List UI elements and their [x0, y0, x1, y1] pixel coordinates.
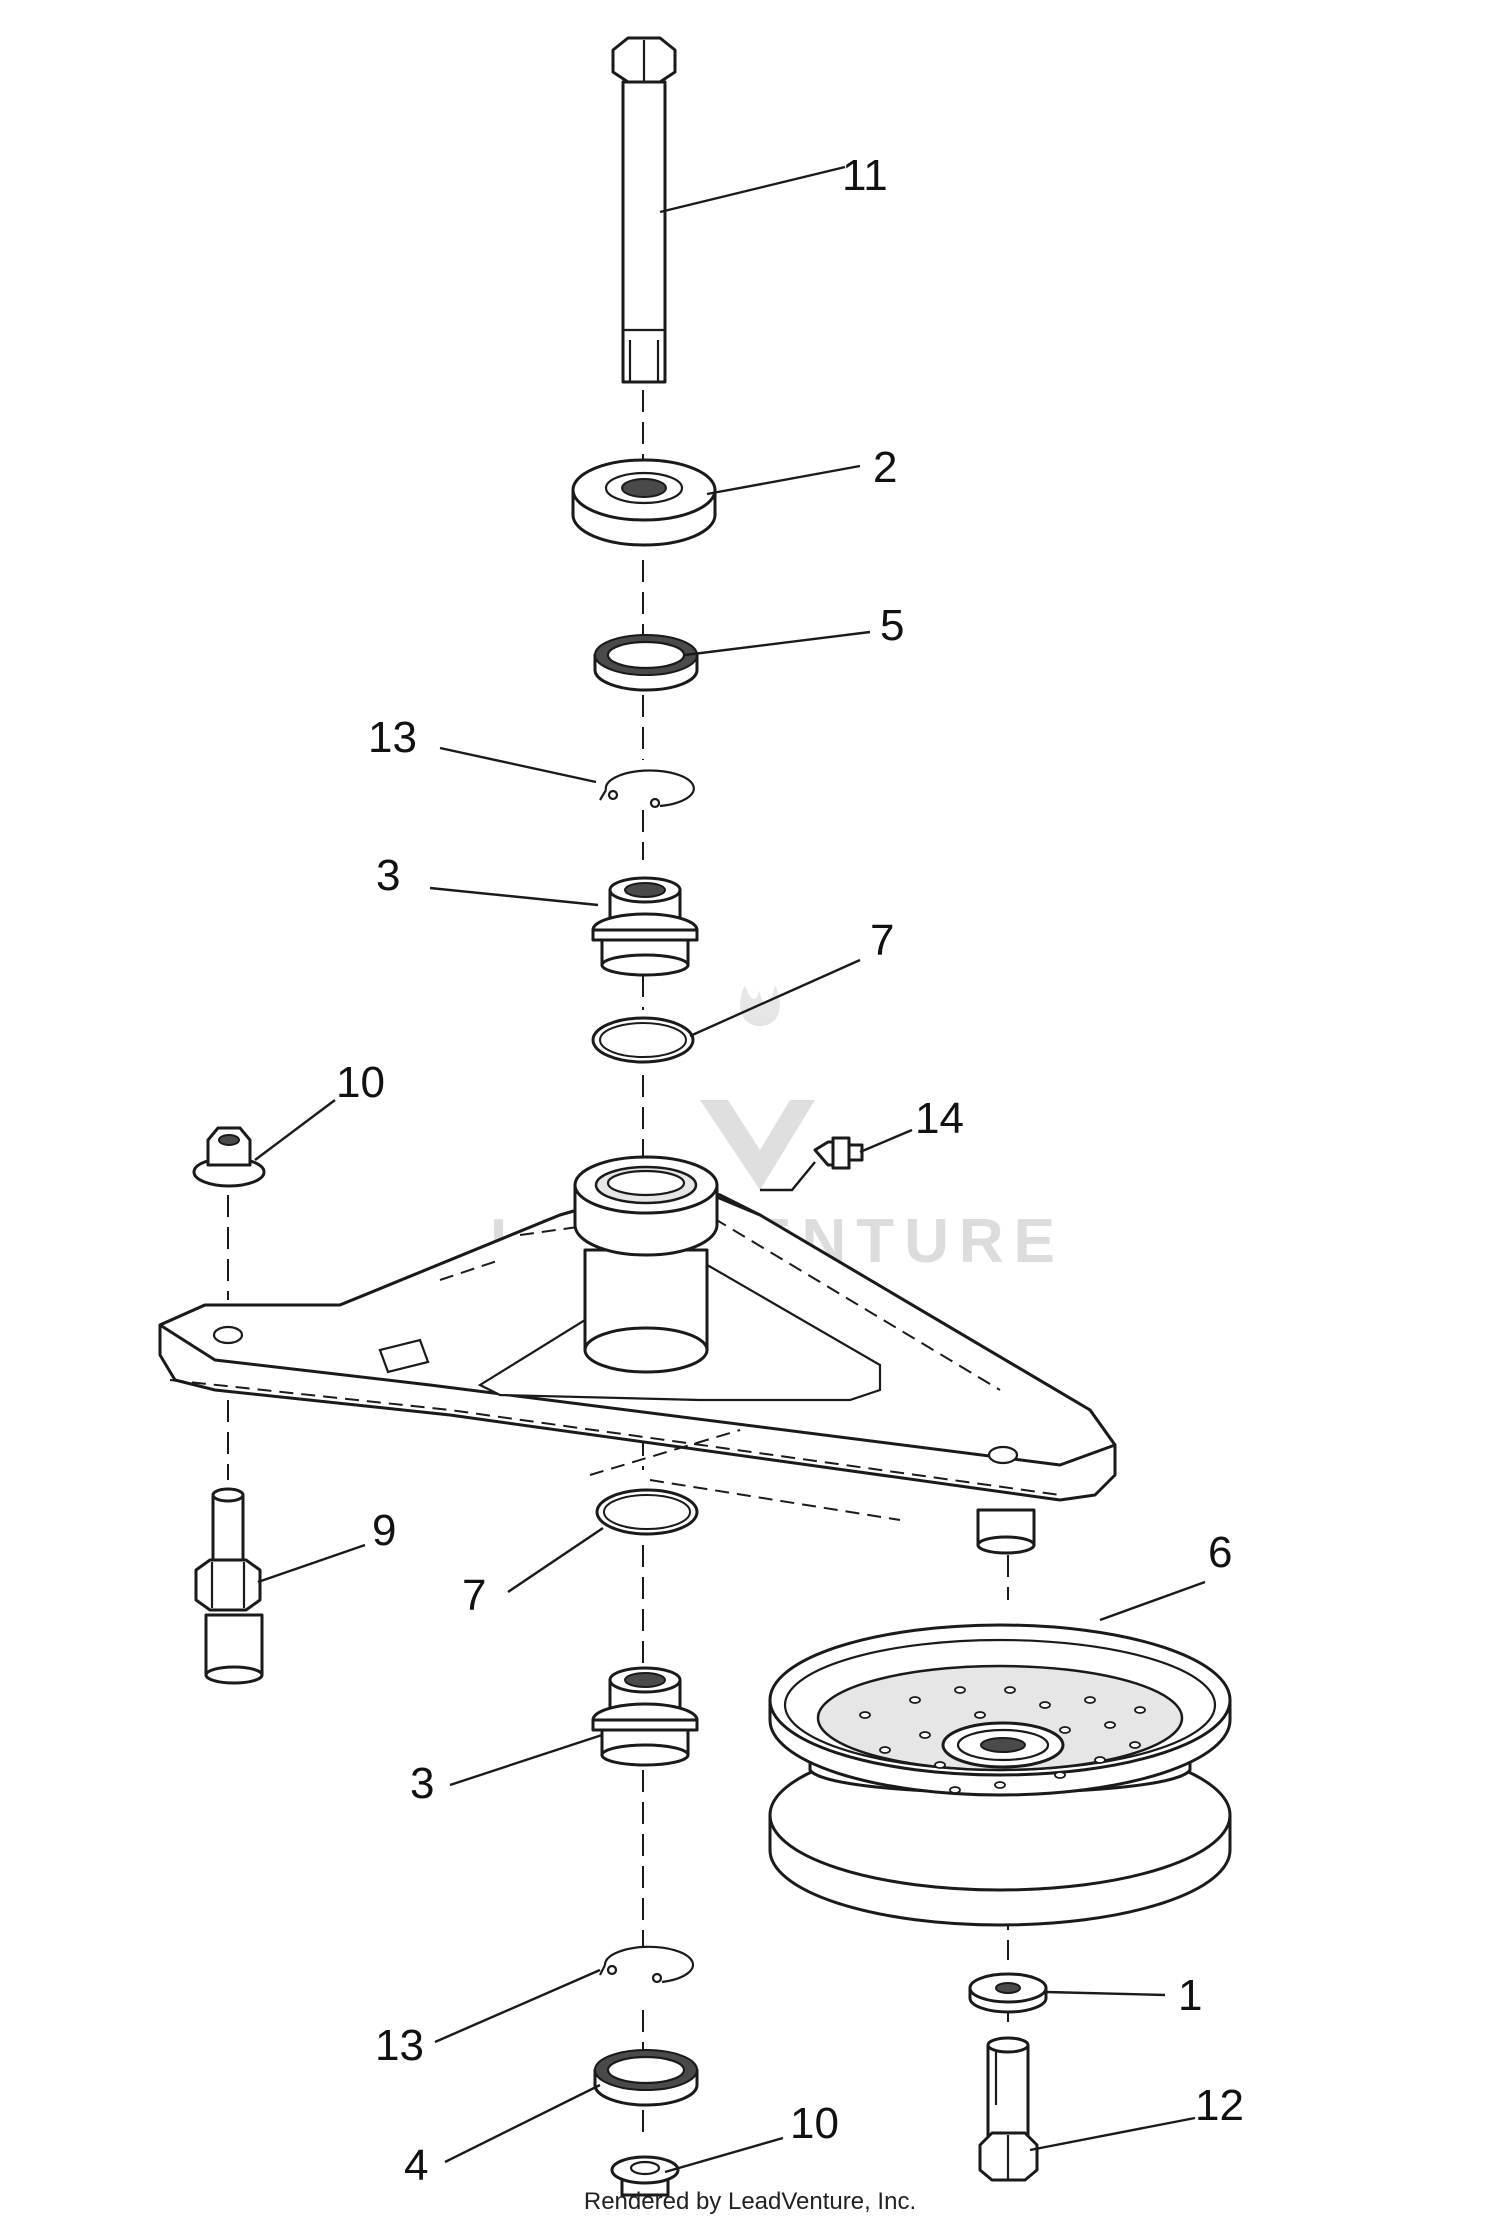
o-ring-top: [591, 1016, 695, 1064]
idler-pulley: [768, 1623, 1232, 1927]
callout-6: 6: [1208, 1528, 1232, 1577]
idler-arm-hub: [573, 1155, 719, 1374]
callout-5: 5: [880, 601, 904, 650]
flange-nut-top: [192, 1126, 266, 1188]
snap-ring-top: [599, 769, 695, 809]
callout-10-top: 10: [336, 1058, 385, 1107]
snap-ring-bottom: [599, 1945, 695, 1984]
callout-4: 4: [404, 2141, 428, 2190]
callout-numbers: 11 2 5 13 3 7 10 14 9 7 6 3 1 13 12 4 10: [336, 151, 1244, 2190]
arm-pivot-boss: [976, 1508, 1036, 1555]
cap-washer: [571, 458, 717, 547]
callout-3-top: 3: [376, 851, 400, 900]
callout-7-bottom: 7: [462, 1571, 486, 1620]
flat-washer: [968, 1972, 1048, 2014]
callout-2: 2: [873, 443, 897, 492]
bearing-bottom: [591, 1666, 699, 1767]
callout-12: 12: [1195, 2081, 1244, 2130]
callout-9: 9: [372, 1506, 396, 1555]
seal-bottom: [593, 2049, 699, 2107]
callout-7-top: 7: [870, 916, 894, 965]
callout-14: 14: [915, 1094, 964, 1143]
callout-13-bottom: 13: [375, 2021, 424, 2070]
grease-fitting: [760, 1136, 864, 1192]
seal-top: [593, 634, 699, 692]
o-ring-bottom: [595, 1488, 699, 1536]
callout-10-bottom: 10: [790, 2099, 839, 2148]
pulley-holes: [859, 1686, 1146, 1794]
render-credit: Rendered by LeadVenture, Inc.: [583, 2188, 917, 2215]
bolt-long: [611, 36, 677, 384]
callout-11: 11: [842, 151, 888, 200]
leader-lines: [254, 165, 1206, 2174]
callout-3-bottom: 3: [410, 1759, 434, 1808]
bolt-short: [978, 2036, 1039, 2182]
bearing-top: [591, 876, 699, 977]
pivot-stud: [194, 1487, 264, 1685]
callout-13-top: 13: [368, 713, 417, 762]
callout-1: 1: [1178, 1971, 1202, 2020]
flange-nut-bottom: [610, 2155, 680, 2197]
